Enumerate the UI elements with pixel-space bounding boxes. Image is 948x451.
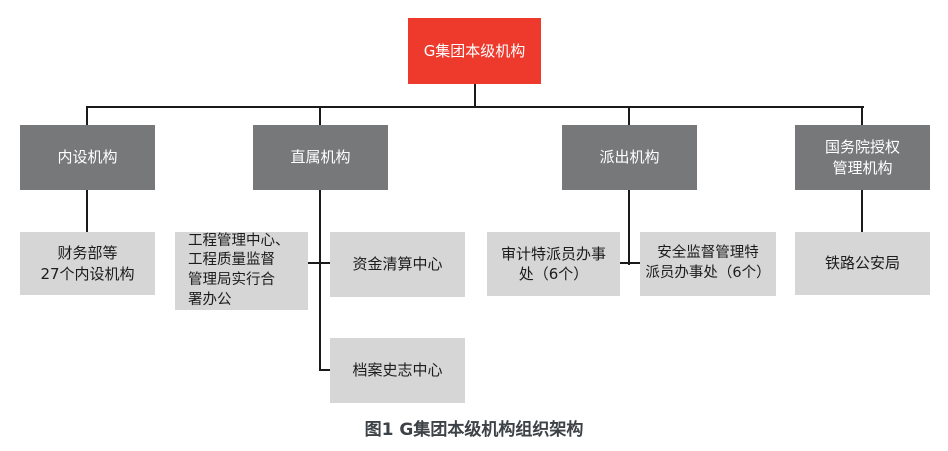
node-dispatched-organs: 派出机构 [562, 125, 697, 190]
connector-drop-dispatched-orgs [628, 106, 630, 125]
connector-dispatched-vertical [628, 190, 630, 265]
connector-drop-state-council-authorized [861, 106, 863, 125]
node-directly-affiliated-organs: 直属机构 [253, 125, 388, 190]
node-finance-dept-and-27-internal-organs: 财务部等 27个内设机构 [20, 232, 155, 295]
node-funds-clearing-center: 资金清算中心 [330, 232, 465, 297]
node-group-headquarters: G集团本级机构 [408, 18, 541, 84]
node-state-council-authorized-organs: 国务院授权 管理机构 [795, 125, 930, 190]
node-audit-commissioner-offices: 审计特派员办事 处（6个） [487, 232, 620, 296]
connector-to-archives-center [319, 369, 330, 371]
connector-drop-internal-orgs [86, 106, 88, 125]
node-railway-public-security-bureau: 铁路公安局 [795, 232, 930, 295]
connector-authorized-to-railway-police [861, 190, 863, 232]
connector-directly-affiliated-horizontal [308, 262, 330, 264]
connector-directly-affiliated-vertical [319, 190, 321, 371]
connector-dispatched-horizontal [620, 262, 640, 264]
connector-drop-directly-affiliated [319, 106, 321, 125]
connector-root-drop [474, 84, 476, 108]
node-safety-supervision-commissioner-offices: 安全监督管理特 派员办事处（6个） [640, 232, 776, 296]
node-archives-history-center: 档案史志中心 [330, 338, 465, 403]
node-internal-organs: 内设机构 [20, 125, 155, 190]
connector-internal-to-finance [86, 190, 88, 232]
figure-caption: 图1 G集团本级机构组织架构 [364, 420, 584, 440]
connector-top-horizontal [86, 106, 864, 108]
node-engineering-management-center: 工程管理中心、 工程质量监督 管理局实行合 署办公 [175, 232, 308, 310]
